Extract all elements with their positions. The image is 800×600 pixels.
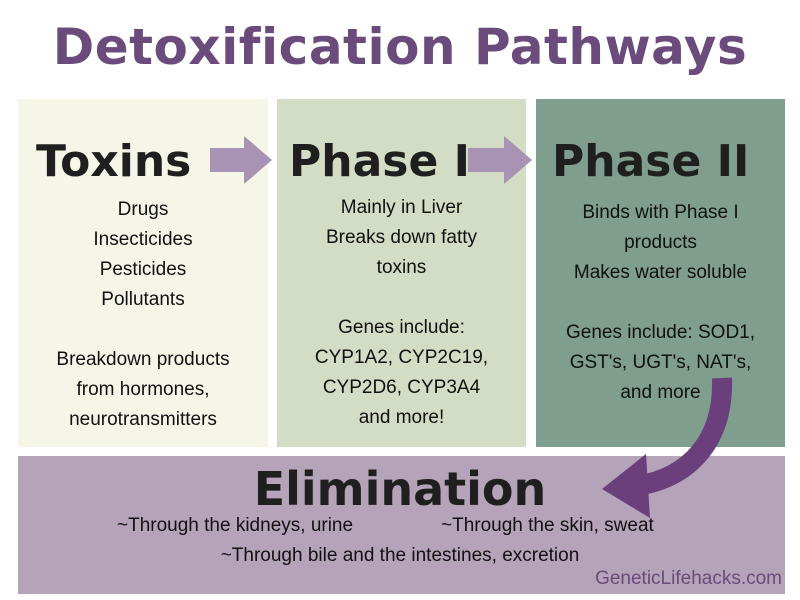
elimination-heading: Elimination: [253, 462, 547, 516]
toxins-list: Drugs Insecticides Pesticides Pollutants…: [18, 195, 268, 435]
phase1-line: Mainly in Liver: [340, 197, 463, 218]
phase2-panel: [536, 99, 785, 447]
phase2-gene-line: GST's, UGT's, NAT's,: [569, 352, 752, 373]
phase1-gene-line: Genes include:: [338, 317, 465, 338]
phase1-line: Breaks down fatty: [325, 227, 478, 248]
toxins-note: from hormones,: [76, 379, 210, 400]
phase1-gene-line: CYP2D6, CYP3A4: [322, 377, 481, 398]
phase2-text: Binds with Phase I products Makes water …: [536, 198, 785, 408]
toxins-note: neurotransmitters: [69, 409, 217, 430]
phase2-line: Binds with Phase I: [582, 202, 739, 223]
toxins-heading: Toxins: [36, 136, 192, 187]
arrow-phase1-to-phase2: [468, 136, 532, 184]
phase2-heading: Phase II: [552, 136, 750, 187]
spacer: [18, 315, 268, 345]
phase1-heading: Phase I: [289, 136, 470, 187]
phase1-line: toxins: [376, 257, 427, 278]
phase1-text: Mainly in Liver Breaks down fatty toxins…: [277, 193, 526, 433]
toxins-item: Insecticides: [93, 229, 193, 250]
arrow-phase2-to-elimination: [634, 377, 733, 496]
elimination-route-kidneys: ~Through the kidneys, urine: [117, 515, 354, 536]
toxins-item: Pesticides: [99, 259, 187, 280]
elimination-route-bile: ~Through bile and the intestines, excret…: [220, 545, 580, 566]
phase2-line: Makes water soluble: [573, 262, 748, 283]
spacer: [277, 283, 526, 313]
page-title: Detoxification Pathways: [52, 18, 748, 76]
phase2-gene-line: Genes include: SOD1,: [565, 322, 756, 343]
arrow-head-elimination: [602, 454, 650, 518]
spacer: [536, 288, 785, 318]
phase1-gene-line: and more!: [358, 407, 445, 428]
site-credit: GeneticLifehacks.com: [595, 568, 782, 589]
elimination-route-skin: ~Through the skin, sweat: [441, 515, 654, 536]
toxins-item: Pollutants: [101, 289, 185, 310]
phase2-line: products: [624, 232, 697, 253]
phase1-gene-line: CYP1A2, CYP2C19,: [314, 347, 489, 368]
toxins-item: Drugs: [117, 199, 169, 220]
phase2-gene-line: and more: [620, 382, 701, 403]
toxins-note: Breakdown products: [56, 349, 230, 370]
arrow-toxins-to-phase1: [210, 136, 272, 184]
